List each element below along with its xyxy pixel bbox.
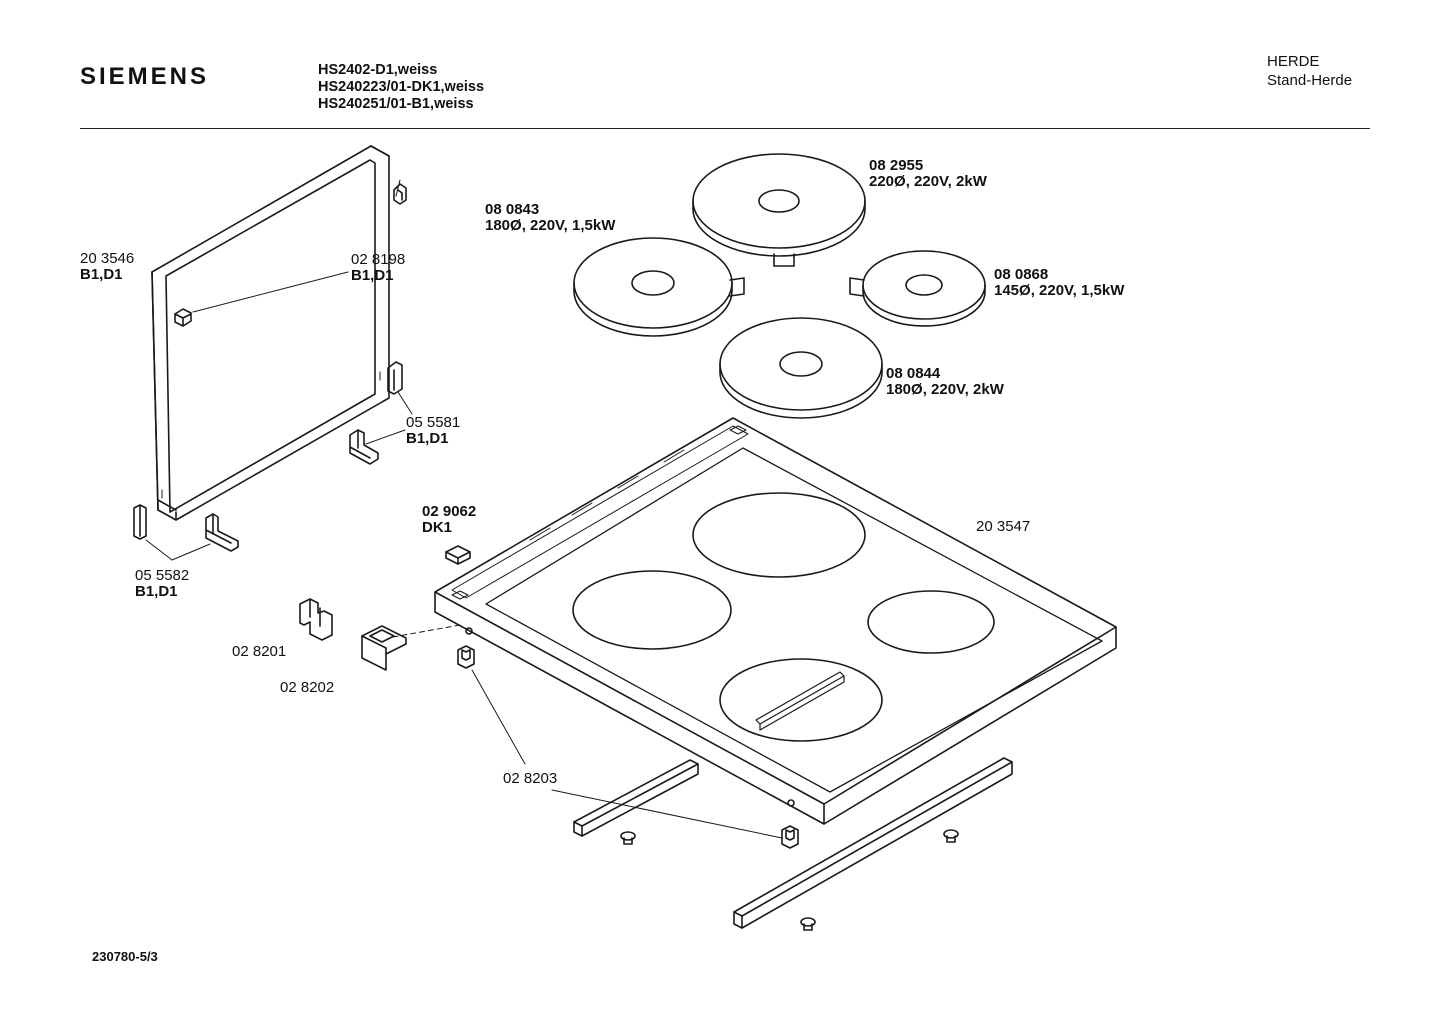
part-number: 08 0868 [994, 266, 1049, 283]
label-latch-part: 02 8202 [280, 680, 334, 696]
part-number: 02 8201 [232, 643, 287, 660]
model-line: HS240223/01-DK1,weiss [318, 79, 485, 95]
label-mount-clip: 02 8203 [503, 771, 557, 787]
frame-clip [174, 308, 192, 327]
cooktop-cutout-left [572, 570, 732, 650]
drawing-code: 230780-5/3 [92, 949, 158, 964]
cooktop-cutout-right [867, 590, 995, 654]
screw [620, 831, 636, 845]
label-bracket-right: 05 5581 B1,D1 [406, 415, 460, 447]
mount-clip-right [781, 825, 799, 849]
category-line: Stand-Herde [1267, 72, 1353, 89]
label-hinge-part: 02 8201 [232, 644, 286, 660]
model-line: HS2402-D1,weiss [318, 62, 438, 78]
mount-clip-left [457, 645, 475, 669]
cooktop-cutout-back [692, 492, 866, 578]
part-number: 08 0844 [886, 365, 941, 382]
part-variant: B1,D1 [135, 583, 178, 600]
bracket-left-plate [133, 504, 147, 540]
bracket-right [349, 429, 379, 465]
category-line: HERDE [1267, 53, 1320, 70]
hotplate-front [719, 317, 883, 419]
part-number: 05 5581 [406, 414, 461, 431]
rail-right [733, 757, 1013, 929]
top-clip [393, 183, 407, 205]
part-spec: 180Ø, 220V, 2kW [886, 381, 1004, 398]
part-number: 02 9062 [422, 503, 477, 520]
latch-part [361, 625, 407, 671]
part-spec: 180Ø, 220V, 1,5kW [485, 217, 616, 234]
part-number: 08 0843 [485, 201, 540, 218]
part-variant: B1,D1 [80, 266, 123, 283]
part-number: 08 2955 [869, 157, 924, 174]
screw [800, 917, 816, 931]
part-variant: B1,D1 [406, 430, 449, 447]
frame-panel [151, 145, 390, 521]
part-number: 02 8203 [503, 770, 558, 787]
part-variant: DK1 [422, 519, 453, 536]
part-spec: 145Ø, 220V, 1,5kW [994, 282, 1125, 299]
hotplate-back-center [692, 153, 866, 267]
cap-part [445, 545, 471, 565]
label-hotplate-right: 08 0868 145Ø, 220V, 1,5kW [994, 267, 1124, 299]
label-hotplate-front: 08 0844 180Ø, 220V, 2kW [886, 366, 1004, 398]
product-category: HERDE Stand-Herde [1267, 52, 1352, 90]
cooktop-panel [434, 417, 1117, 825]
label-cap: 02 9062 DK1 [422, 504, 476, 536]
bracket-left-long [205, 513, 239, 552]
part-variant: B1,D1 [351, 267, 394, 284]
side-bracket-upper [387, 361, 403, 395]
model-list: HS2402-D1,weiss HS240223/01-DK1,weiss HS… [318, 62, 484, 113]
hotplate-back-left [573, 237, 745, 337]
part-number: 20 3547 [976, 518, 1031, 535]
hotplate-right [849, 250, 986, 327]
hinge-part [299, 598, 333, 641]
part-number: 02 8198 [351, 251, 406, 268]
leader-lines [145, 179, 783, 839]
label-frame: 20 3546 B1,D1 [80, 251, 134, 283]
part-number: 05 5582 [135, 567, 190, 584]
header-divider [80, 128, 1370, 129]
part-spec: 220Ø, 220V, 2kW [869, 173, 987, 190]
brand-logo: SIEMENS [80, 63, 210, 90]
rail-left [573, 759, 699, 837]
part-number: 20 3546 [80, 250, 135, 267]
label-bracket-left: 05 5582 B1,D1 [135, 568, 189, 600]
label-clip-top: 02 8198 B1,D1 [351, 252, 405, 284]
label-hotplate-back-center: 08 2955 220Ø, 220V, 2kW [869, 158, 987, 190]
part-number: 02 8202 [280, 679, 335, 696]
label-hotplate-back-left: 08 0843 180Ø, 220V, 1,5kW [485, 202, 615, 234]
cooktop-cutout-front [719, 658, 883, 742]
screw [943, 829, 959, 843]
model-line: HS240251/01-B1,weiss [318, 96, 474, 112]
label-cooktop: 20 3547 [976, 519, 1030, 535]
